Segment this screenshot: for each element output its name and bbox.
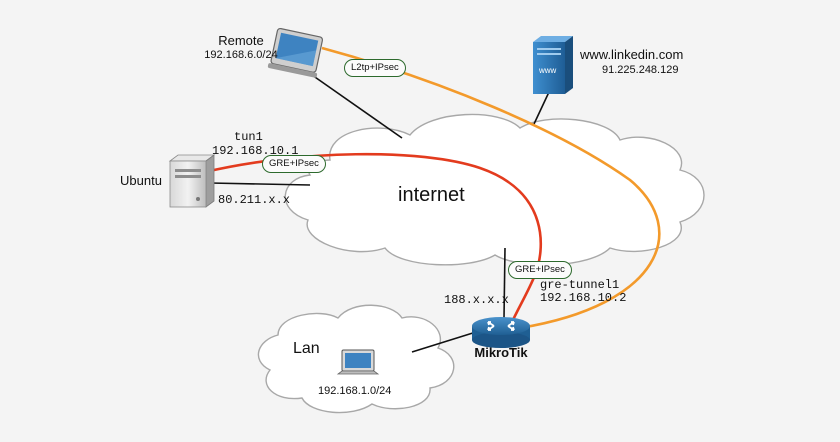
ubuntu-server-icon [168,154,216,208]
internet-cloud [284,113,705,266]
lan-label: Lan [293,340,320,357]
mikrotik-tunnel-ip-label: 192.168.10.2 [540,291,627,305]
link-webserver-internet [533,91,550,125]
link-ubuntu-internet [209,182,311,186]
lan-subnet-label: 192.168.1.0/24 [318,385,392,397]
internet-label: internet [398,184,465,206]
link-mikrotik-internet [503,247,506,319]
webserver-icon [533,36,573,94]
tunnel-l2tp-line [321,46,661,330]
ubuntu-wan-ip-label: 80.211.x.x [218,193,291,207]
mikrotik-label: MikroTik [474,345,528,360]
link-mikrotik-lan [411,331,477,353]
mikrotik-tunnel-name-label: gre-tunnel1 [540,278,620,292]
remote-tablet-icon [267,27,324,78]
ubuntu-tunnel-name-label: tun1 [234,130,263,144]
tunnel-gre-mikrotik-badge: GRE+IPsec [508,261,572,279]
webserver-host-label: www.linkedin.com [580,47,684,62]
webserver-ip-label: 91.225.248.129 [602,64,679,76]
ubuntu-label: Ubuntu [120,173,162,188]
remote-label: Remote [218,33,264,48]
mikrotik-wan-ip-label: 188.x.x.x [444,293,509,307]
ubuntu-tunnel-ip-label: 192.168.10.1 [212,144,299,158]
webserver-badge: www [539,66,557,75]
tunnel-l2tp-badge: L2tp+IPsec [344,59,406,77]
link-remote-internet [311,74,403,139]
remote-subnet-label: 192.168.6.0/24 [204,49,278,61]
tunnel-gre-ubuntu-badge: GRE+IPsec [262,155,326,173]
lan-laptop-icon [336,349,380,375]
mikrotik-router-icon [472,317,530,348]
